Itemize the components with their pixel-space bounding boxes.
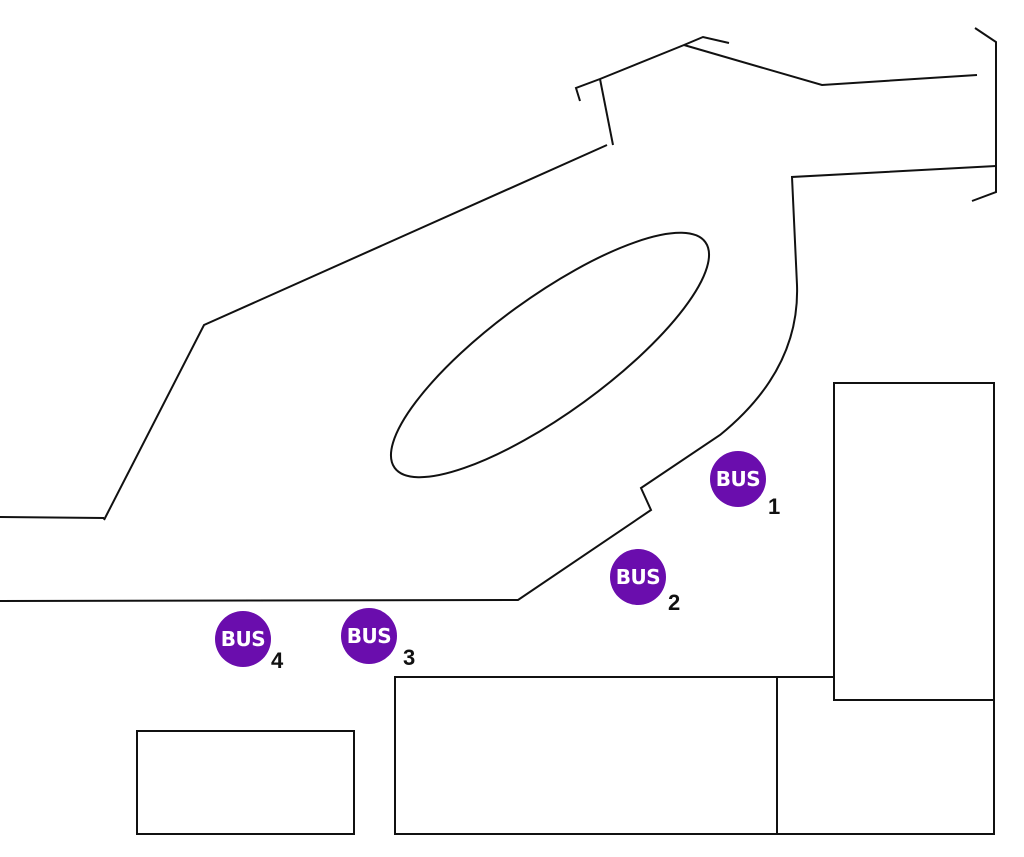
bus-stop-number: 1 [768,494,781,519]
wall-segment [683,44,978,87]
bus-icon-label: BUS [715,467,761,491]
road-edge-curve [0,165,997,602]
bus-stop-icon[interactable]: BUS [215,611,271,667]
building-bottom-center [394,676,778,835]
building-right [833,382,995,701]
building-bottom-left [136,730,355,835]
bus-stop-icon[interactable]: BUS [341,608,397,664]
road-edge-upper [103,144,608,521]
bus-stop-number: 4 [271,648,284,673]
road-edge-left [0,516,105,519]
building-bottom-right [777,700,995,835]
roundabout-island [389,231,711,479]
building-outline-top [574,35,730,102]
bus-icon-label: BUS [220,627,266,651]
bus-stop-number: 3 [403,645,416,670]
bus-stop-icon[interactable]: BUS [710,451,766,507]
wall-segment [599,78,614,146]
bus-stop-number: 2 [668,590,681,615]
bus-icon-label: BUS [346,624,392,648]
wall-segment [971,27,997,202]
bus-icon-label: BUS [615,565,661,589]
bus-stop-icon[interactable]: BUS [610,549,666,605]
